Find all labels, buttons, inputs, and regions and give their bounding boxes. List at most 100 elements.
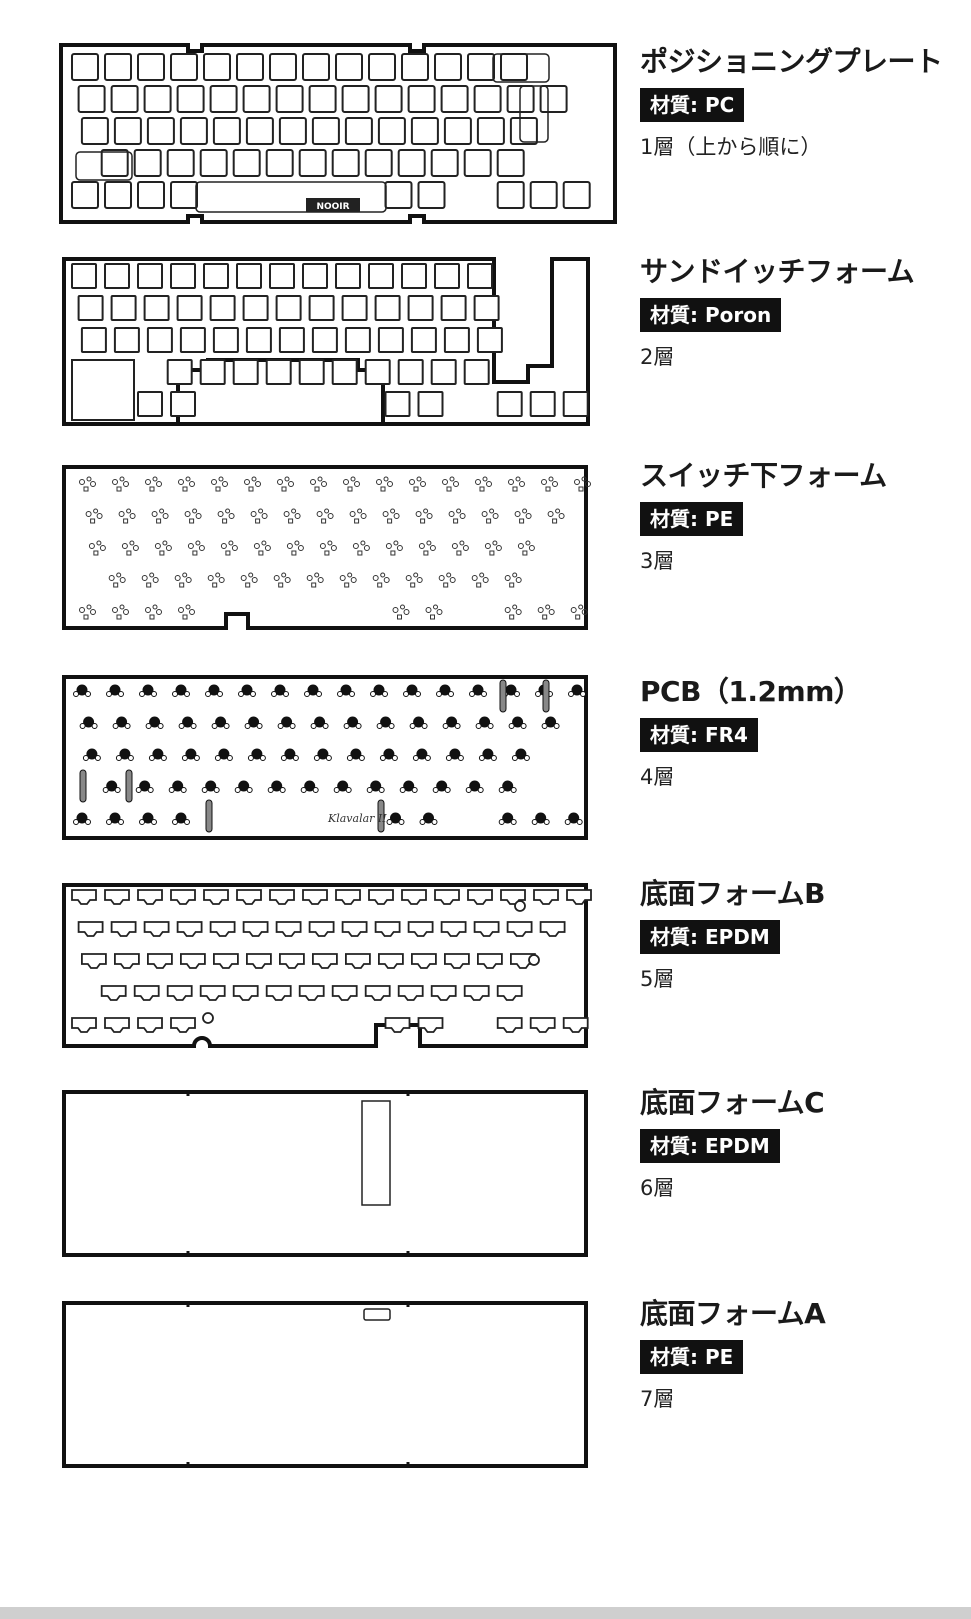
sandwich-key-cutout	[80, 327, 107, 353]
plate-key-cutout	[176, 85, 205, 113]
layer-switch: スイッチ下フォーム 材質: PE 3層	[0, 459, 971, 662]
pcb-pad	[378, 787, 385, 793]
bottom-foam-b-cutout	[463, 985, 490, 1001]
pcb-pad	[223, 723, 230, 729]
bottom-foam-b-cutout	[269, 889, 295, 905]
switch-foam-hole	[578, 604, 584, 610]
pcb-switch-footprint	[502, 812, 514, 824]
switch-foam-hole	[372, 575, 379, 581]
plate-key-cutout	[500, 53, 528, 81]
pcb-pad	[343, 723, 350, 729]
switch-foam-hole	[152, 476, 158, 482]
switch-foam-hole	[405, 575, 412, 581]
switch-foam-hole	[145, 479, 151, 485]
sandwich-key-cutout	[308, 295, 335, 321]
switch-foam-hole	[184, 511, 191, 517]
switch-foam-pin	[149, 486, 155, 492]
switch-foam-hole	[306, 575, 313, 581]
bottom-foam-b-cutout	[279, 953, 305, 969]
pcb-pad	[490, 755, 497, 761]
switch-foam-hole	[261, 540, 267, 546]
switch-foam-hole	[251, 577, 258, 583]
switch-foam-hole	[347, 572, 353, 578]
pcb-switch-footprint	[83, 716, 95, 728]
switch-foam-hole	[429, 545, 436, 551]
pcb-switch-footprint	[139, 780, 151, 792]
pcb-switch-footprint	[449, 748, 461, 760]
switch-foam-hole	[112, 479, 118, 485]
switch-foam-hole	[317, 577, 324, 583]
switch-foam-hole	[283, 511, 290, 517]
switch-foam-pin	[377, 582, 383, 588]
switch-foam-pin	[387, 518, 393, 524]
foamB-material: EPDM	[704, 925, 770, 949]
switch-foam-hole	[321, 481, 327, 487]
switch-foam-hole	[189, 609, 195, 615]
switch-foam-hole	[512, 572, 518, 578]
pcb-pad	[94, 755, 101, 761]
plate-key-cutout	[434, 53, 462, 81]
switch-foam-hole	[330, 545, 337, 551]
switch-foam-hole	[319, 543, 326, 549]
switch-foam-hole	[448, 511, 455, 517]
switch-foam-hole	[284, 577, 291, 583]
pcb-pad	[279, 787, 286, 793]
plate-key-cutout	[80, 117, 109, 145]
pcb-stabilizer-slot	[499, 679, 507, 713]
sandwich-key-cutout	[212, 327, 239, 353]
switch-foam-pin	[225, 550, 231, 556]
bottom-foam-b-diagram	[62, 883, 592, 1048]
switch-foam-hole	[482, 476, 488, 482]
bottom-foam-b-cutout	[246, 953, 272, 969]
switch-foam-hole	[489, 508, 495, 514]
plate-key-cutout	[308, 85, 337, 113]
plate-key-cutout	[278, 117, 307, 145]
pcb-pad	[432, 787, 439, 793]
pcb-switch-footprint	[175, 812, 187, 824]
pcb-title: PCB（1.2mm）	[640, 675, 862, 708]
pcb-pad	[267, 787, 274, 793]
switch-foam-hole	[261, 513, 268, 519]
foamB-info: 底面フォームB 材質: EPDM 5層	[640, 876, 960, 994]
pcb-pad	[247, 755, 254, 761]
pcb-pad	[277, 723, 284, 729]
plate-key-cutout	[397, 149, 426, 177]
pcb-pad	[184, 691, 190, 697]
switch-foam-pin	[288, 518, 294, 524]
sandwich-layer-order: 2層	[640, 345, 675, 369]
switch-foam-hole	[349, 511, 356, 517]
plate-brand-label: NOOIR	[316, 202, 349, 212]
switch-foam-hole	[79, 479, 85, 485]
sandwich-key-cutout	[384, 391, 411, 417]
switch-foam-hole	[284, 476, 290, 482]
pcb-pad	[510, 787, 517, 793]
switch-foam-hole	[453, 481, 459, 487]
switch-foam-hole	[438, 575, 445, 581]
switch-foam-hole	[211, 479, 217, 485]
pcb-switch-footprint	[446, 716, 458, 728]
pcb-switch-footprint	[469, 780, 481, 792]
switch-foam-hole	[537, 607, 544, 613]
bottom-foam-b-cutout	[533, 889, 559, 905]
switch-foam-hole	[162, 540, 168, 546]
plate-key-cutout	[384, 181, 413, 209]
switch-foam-hole	[273, 575, 280, 581]
switch-foam-pin	[179, 582, 185, 588]
pcb-switch-footprint	[406, 684, 418, 696]
pcb-switch-footprint	[347, 716, 359, 728]
sandwich-key-cutout	[377, 327, 404, 353]
bottom-foam-b-cutout	[308, 921, 335, 937]
pcb-pad	[85, 819, 91, 825]
sandwich-key-cutout	[278, 327, 305, 353]
switch-foam-hole	[228, 540, 234, 546]
switch-foam-hole	[121, 543, 128, 549]
switch-foam-hole	[382, 511, 389, 517]
switch-foam-hole	[456, 508, 462, 514]
pcb-pad	[415, 691, 421, 697]
plate-key-cutout	[331, 149, 360, 177]
material-label: 材質:	[650, 1134, 698, 1158]
pcb-pad	[531, 819, 538, 825]
switch-foam-pin	[324, 550, 330, 556]
plate-key-cutout	[496, 149, 525, 177]
bottom-foam-c-diagram	[62, 1090, 588, 1257]
